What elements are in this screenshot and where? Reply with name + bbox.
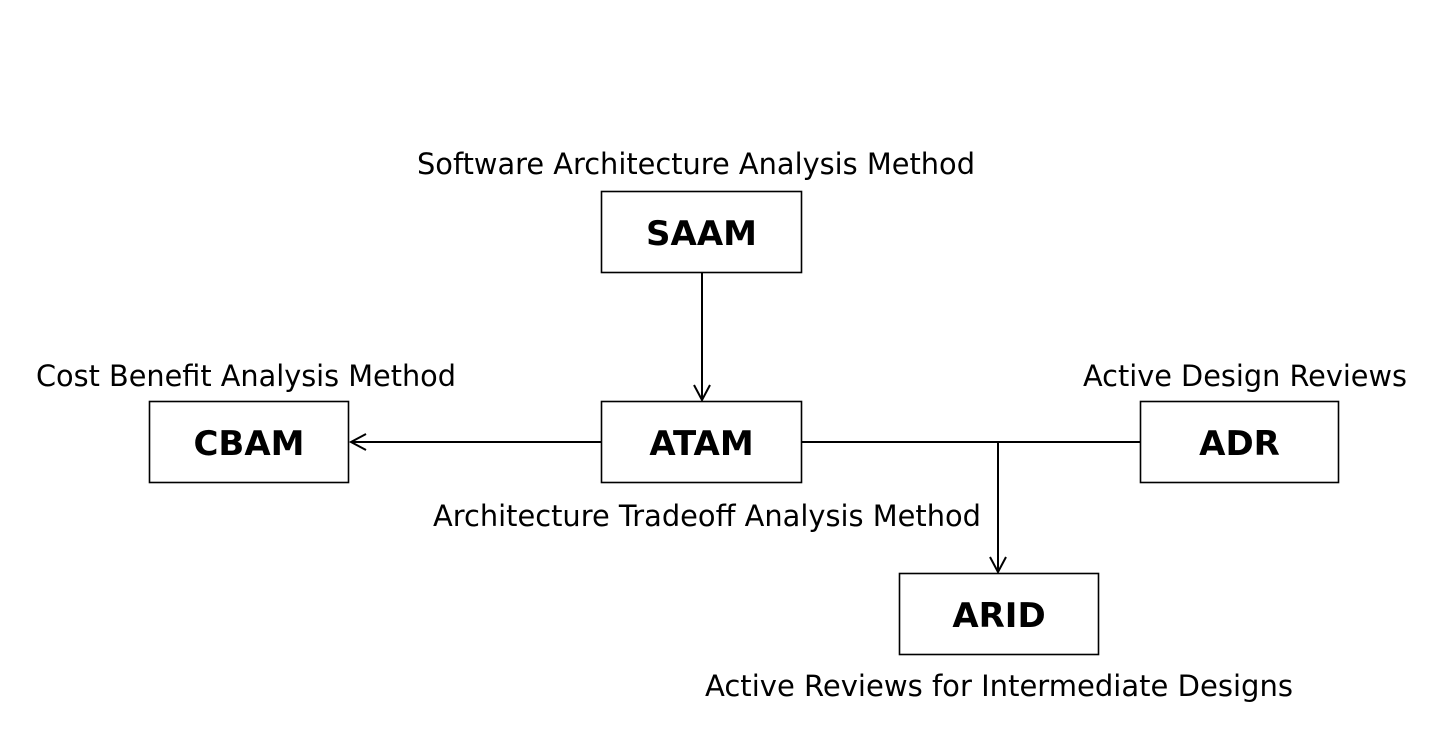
arid-box xyxy=(898,572,1100,656)
edges xyxy=(348,273,1140,575)
node-saam: Software Architecture Analysis Method SA… xyxy=(417,147,975,274)
node-atam: ATAM Architecture Tradeoff Analysis Meth… xyxy=(433,400,981,533)
atam-caption: Architecture Tradeoff Analysis Method xyxy=(433,499,981,533)
adr-caption: Active Design Reviews xyxy=(1083,359,1407,393)
node-cbam: Cost Benefit Analysis Method CBAM xyxy=(36,359,456,484)
atam-box xyxy=(600,400,803,484)
saam-caption: Software Architecture Analysis Method xyxy=(417,147,975,181)
node-arid: ARID Active Reviews for Intermediate Des… xyxy=(705,572,1293,703)
atam-label: ATAM xyxy=(649,424,753,464)
arid-label: ARID xyxy=(952,596,1045,636)
adr-box xyxy=(1139,400,1340,484)
saam-box xyxy=(600,190,803,274)
cbam-caption: Cost Benefit Analysis Method xyxy=(36,359,456,393)
arid-caption: Active Reviews for Intermediate Designs xyxy=(705,669,1293,703)
arrowhead-join-to-arid xyxy=(989,556,1007,575)
adr-label: ADR xyxy=(1199,424,1280,464)
cbam-box xyxy=(148,400,350,484)
saam-label: SAAM xyxy=(646,214,757,254)
cbam-label: CBAM xyxy=(193,424,304,464)
node-adr: Active Design Reviews ADR xyxy=(1083,359,1407,484)
arrowhead-atam-to-cbam xyxy=(348,433,367,451)
arrowhead-saam-to-atam xyxy=(693,384,711,403)
